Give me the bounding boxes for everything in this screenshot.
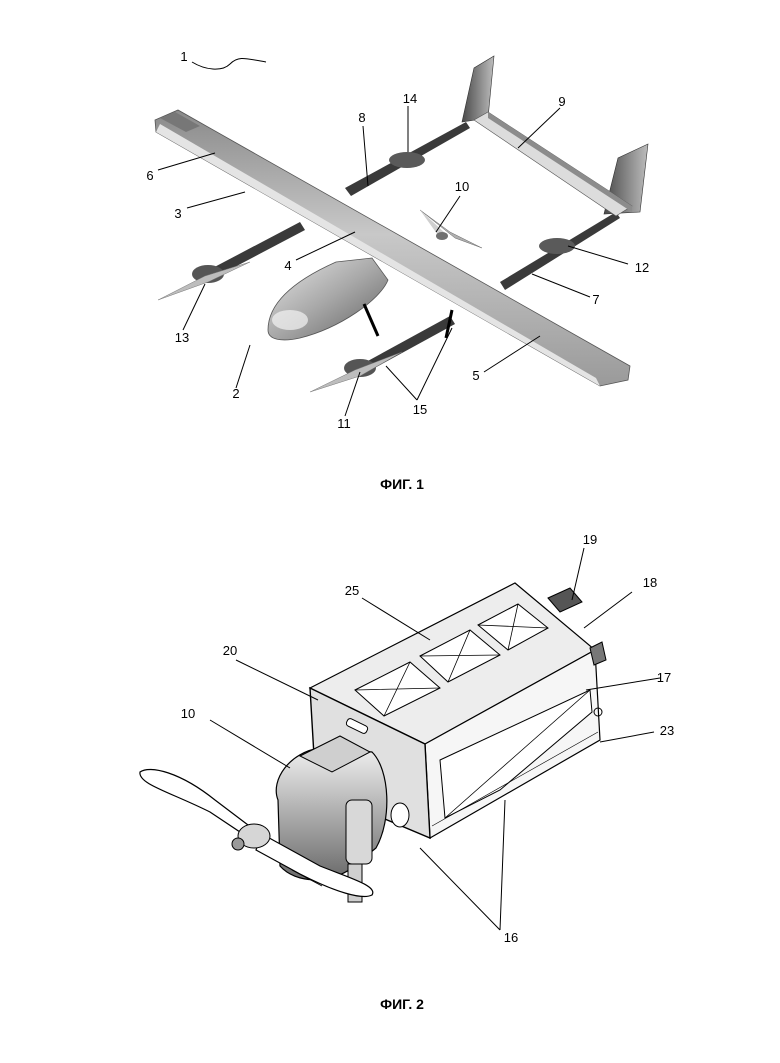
leader-9 <box>518 108 560 148</box>
label-3: 3 <box>174 207 181 221</box>
fuselage-highlight <box>272 310 308 330</box>
leader-5 <box>484 336 540 372</box>
label-19: 19 <box>583 533 597 547</box>
label-20: 20 <box>223 644 237 658</box>
leader-10 <box>436 196 460 232</box>
tail-fin-left <box>462 56 494 122</box>
label-12: 12 <box>635 261 649 275</box>
wing-leading-edge <box>156 124 600 386</box>
firewall-hole <box>391 803 409 827</box>
bracket-top <box>548 588 582 612</box>
leader-1 <box>192 59 266 70</box>
leader-23 <box>600 732 654 742</box>
leader-7 <box>532 274 590 297</box>
landing-strut-a <box>364 304 378 336</box>
engine-muffler <box>346 800 372 864</box>
label-17: 17 <box>657 671 671 685</box>
leader-6 <box>158 153 215 170</box>
leader-13 <box>183 284 205 330</box>
label-13: 13 <box>175 331 189 345</box>
label-1: 1 <box>180 50 187 64</box>
stabilizer-edge <box>488 112 632 212</box>
engine-mount-drawing <box>140 548 660 930</box>
leader-2 <box>236 345 250 388</box>
leader-19 <box>572 548 584 600</box>
label-2: 2 <box>232 387 239 401</box>
leader-20 <box>236 660 318 700</box>
label-4: 4 <box>284 259 291 273</box>
figure-2-caption: ФИГ. 2 <box>380 996 424 1012</box>
label-16: 16 <box>504 931 518 945</box>
label-6: 6 <box>146 169 153 183</box>
label-10-fig2: 10 <box>181 707 195 721</box>
label-9: 9 <box>558 95 565 109</box>
uav-drawing <box>155 56 648 416</box>
label-7: 7 <box>592 293 599 307</box>
label-8: 8 <box>358 111 365 125</box>
label-18: 18 <box>643 576 657 590</box>
leader-4 <box>296 232 355 260</box>
leader-3 <box>187 192 245 208</box>
label-11: 11 <box>337 417 351 431</box>
leader-25 <box>362 598 430 640</box>
horizontal-stabilizer <box>474 112 632 216</box>
label-14: 14 <box>403 92 417 106</box>
leader-12 <box>568 246 628 264</box>
leader-18 <box>584 592 632 628</box>
propeller-blade-upper <box>140 769 252 836</box>
front-propeller-right <box>310 352 402 392</box>
leader-10b <box>210 720 290 768</box>
label-23: 23 <box>660 724 674 738</box>
label-5: 5 <box>472 369 479 383</box>
rear-propeller-hub <box>436 232 448 240</box>
label-10: 10 <box>455 180 469 194</box>
spinner-nut <box>232 838 244 850</box>
figure-1-caption: ФИГ. 1 <box>380 476 424 492</box>
label-15: 15 <box>413 403 427 417</box>
label-25: 25 <box>345 584 359 598</box>
rear-motor-pod-left <box>389 152 425 168</box>
rear-propeller-blade-a <box>420 210 482 248</box>
